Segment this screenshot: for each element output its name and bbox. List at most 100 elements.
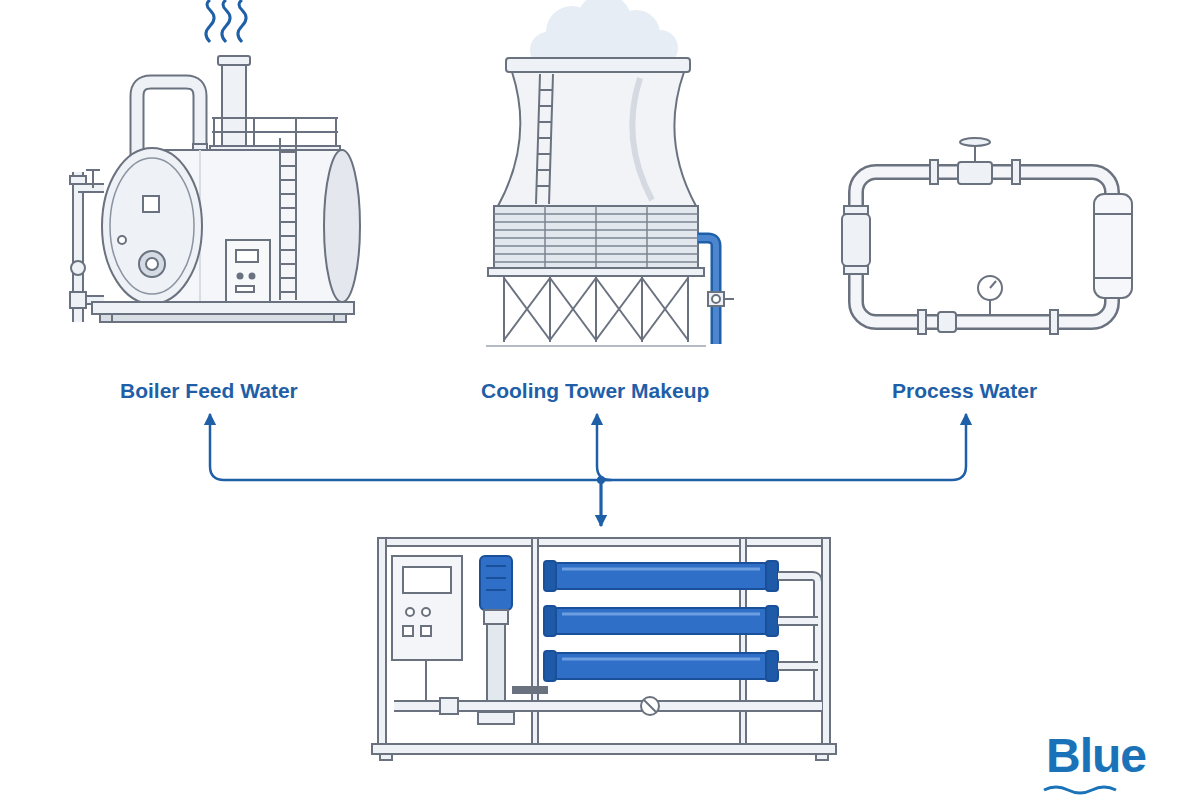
ladder-part — [538, 121, 551, 123]
ro-skid-illustration-part — [421, 626, 431, 636]
support-structure-part — [687, 276, 689, 342]
ladder-part — [539, 105, 552, 107]
membrane-vessels-part — [544, 606, 556, 636]
process-pipe-illustration-part — [960, 138, 990, 146]
membrane-vessels-part — [766, 651, 778, 681]
process-pipe-illustration-part — [842, 214, 870, 266]
output-label: Boiler Feed Water — [112, 376, 308, 406]
membrane-vessels-part — [562, 613, 760, 616]
process-pipe-illustration-part — [856, 172, 1112, 322]
membrane-vessels-part — [548, 608, 774, 634]
boiler-illustration-part — [226, 240, 270, 302]
ro-skid-illustration-part — [403, 567, 451, 593]
ro-skid-illustration-part — [778, 661, 818, 671]
support-structure-part — [641, 276, 643, 342]
ladder-part — [280, 291, 296, 293]
cooling-tower-illustration-part — [494, 206, 698, 268]
ladder-part — [280, 249, 296, 251]
ladder-part — [538, 137, 551, 139]
louvers-part — [646, 206, 648, 268]
louvers — [494, 206, 698, 268]
steam-part — [222, 0, 230, 42]
support-structure-part — [596, 278, 642, 340]
boiler-illustration-part — [324, 150, 360, 302]
ro-skid-illustration-part — [380, 754, 392, 760]
flow-arrow — [210, 414, 601, 526]
brand-logo: Blue — [1046, 728, 1146, 783]
boiler-illustration-part — [102, 148, 202, 304]
ladder-part — [537, 153, 550, 155]
ro-skid-illustration-part — [778, 616, 818, 626]
ladder-part — [280, 151, 296, 153]
louvers-part — [595, 206, 597, 268]
platform-railing-part — [212, 117, 338, 119]
node-label: Boiler Feed Water — [120, 379, 300, 403]
process-pipe-illustration-part — [989, 300, 991, 314]
boiler-illustration-part — [86, 169, 100, 171]
ro-skid-illustration-part — [378, 538, 830, 546]
ro-skid-illustration-part — [778, 576, 818, 700]
ladder-part — [280, 235, 296, 237]
ro-skid-illustration-part — [425, 660, 427, 706]
ladder-part — [539, 89, 552, 91]
boiler-illustration-part — [70, 176, 86, 184]
ro-skid-illustration-part — [778, 663, 818, 669]
process-pipe-illustration-part — [844, 266, 868, 274]
platform-railing — [210, 118, 340, 151]
boiler-illustration-part — [236, 286, 254, 292]
membrane-vessels-part — [562, 658, 760, 661]
membrane-vessels-part — [562, 568, 760, 571]
support-structure-part — [486, 345, 706, 347]
flow-arrow — [597, 414, 611, 526]
membrane-vessels-part — [548, 563, 774, 589]
membrane-vessels-part — [766, 606, 778, 636]
ro-skid-illustration-part — [512, 686, 548, 694]
membrane-vessels — [544, 561, 778, 681]
node-label: Process Water — [892, 379, 1040, 403]
support-structure-part — [595, 276, 597, 342]
ro-skid-illustration-part — [778, 576, 818, 700]
ro-skid-illustration-part — [406, 608, 414, 616]
ro-skid-illustration-part — [403, 626, 413, 636]
boiler-illustration-part — [92, 170, 94, 188]
process-pipe-illustration-part — [856, 172, 1112, 322]
ro-skid-illustration-part — [392, 556, 462, 660]
cooling-tower-illustration-part — [712, 295, 720, 303]
ladder-part — [280, 179, 296, 181]
support-structure-part — [549, 276, 551, 342]
ro-skid-illustration-part — [478, 712, 514, 724]
process-pipe-illustration-part — [978, 276, 1002, 300]
boiler-illustration-part — [100, 314, 346, 322]
louvers-part — [544, 206, 546, 268]
ladder-part — [280, 221, 296, 223]
ro-skid-illustration-part — [440, 698, 458, 714]
boiler-illustration-part — [222, 62, 246, 148]
membrane-vessels-part — [544, 561, 556, 591]
process-pipe-illustration-part — [1012, 160, 1020, 184]
ro-skid-illustration-part — [372, 744, 836, 754]
boiler-illustration-part — [71, 261, 85, 275]
process-pipe-illustration — [842, 138, 1132, 334]
logo-wave — [1044, 787, 1116, 793]
boiler-illustration-part — [118, 236, 126, 244]
ro-skid-illustration-part — [487, 624, 505, 712]
process-pipe-illustration-part — [918, 310, 926, 334]
process-pipe-illustration-part — [990, 281, 996, 288]
ro-skid-illustration-part — [480, 556, 512, 610]
ro-skid-illustration-part — [816, 754, 828, 760]
junction-dot — [597, 476, 605, 484]
process-pipe-illustration-part — [930, 160, 938, 184]
ro-skid-illustration-part — [644, 700, 656, 712]
boiler-illustration-part — [218, 56, 250, 65]
boiler-illustration-part — [70, 292, 86, 308]
cooling-tower-illustration — [486, 0, 734, 346]
support-structure-part — [550, 278, 596, 340]
boiler-illustration-part — [143, 196, 159, 212]
boiler-illustration-part — [236, 250, 258, 262]
ro-skid-illustration-part — [641, 697, 659, 715]
ro-skid-illustration-part — [778, 618, 818, 624]
platform-railing-part — [212, 131, 338, 133]
ladder-part — [280, 193, 296, 195]
process-pipe-illustration-part — [844, 206, 868, 214]
